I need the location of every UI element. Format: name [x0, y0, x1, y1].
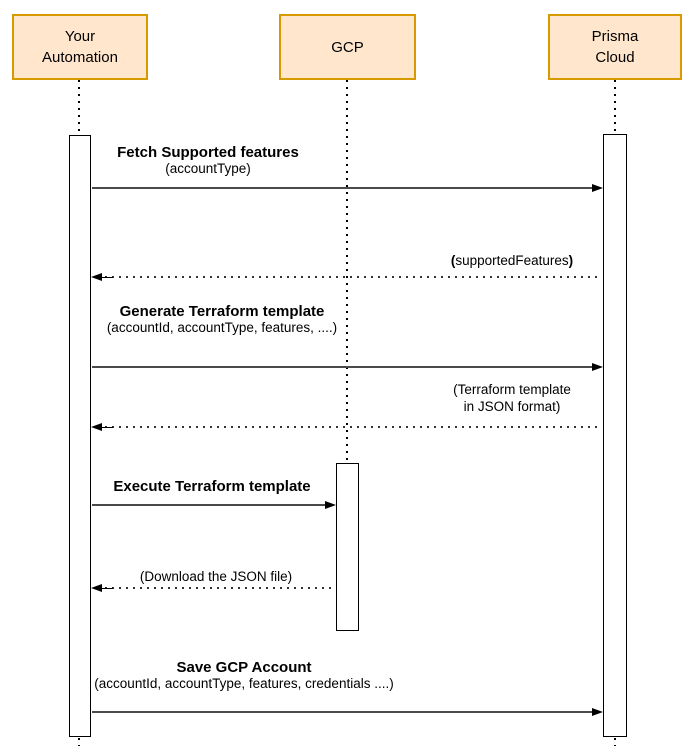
message-title: Generate Terraform template [119, 303, 325, 320]
message-terraform-json-return-line [98, 426, 602, 428]
message-supported-features-return-label: (supportedFeatures) [402, 235, 622, 269]
message-text: supportedFeatures [455, 253, 569, 268]
message-save-gcp-account-line [92, 711, 594, 713]
message-params: (accountType) [165, 161, 251, 176]
arrow-tail [100, 426, 113, 429]
message-supported-features-return-line [98, 276, 602, 278]
paren-open: ( [450, 253, 456, 268]
message-params: (accountId, accountType, features, crede… [94, 676, 394, 691]
actor-gcp-label: GCP [331, 38, 364, 56]
message-execute-terraform-template-line [92, 504, 327, 506]
message-generate-terraform-template-line [92, 366, 594, 368]
activation-bar-gcp [336, 463, 359, 631]
arrow-tail [100, 276, 113, 279]
message-fetch-supported-features-line [92, 187, 594, 189]
arrowhead-left-icon [91, 422, 102, 431]
actor-your-automation-label: Your Automation [42, 28, 118, 66]
arrowhead-right-icon [592, 362, 603, 371]
message-execute-terraform-template-label: Execute Terraform template [113, 478, 311, 495]
actor-prisma-cloud: Prisma Cloud [548, 14, 682, 80]
actor-gcp: GCP [279, 14, 416, 80]
activation-bar-prisma-cloud [603, 134, 627, 737]
message-download-json-return-label: (Download the JSON file) [139, 569, 293, 584]
message-download-json-return-line [98, 587, 335, 589]
arrowhead-right-icon [325, 500, 336, 509]
message-save-gcp-account-label: Save GCP Account (accountId, accountType… [88, 659, 400, 692]
arrowhead-left-icon [91, 583, 102, 592]
activation-bar-your-automation [69, 135, 91, 737]
message-generate-terraform-template-label: Generate Terraform template (accountId, … [92, 303, 352, 336]
arrowhead-left-icon [91, 272, 102, 281]
message-fetch-supported-features-label: Fetch Supported features (accountType) [78, 144, 338, 177]
arrowhead-right-icon [592, 707, 603, 716]
actor-prisma-cloud-label: Prisma Cloud [591, 28, 639, 66]
message-title: Fetch Supported features [117, 144, 299, 161]
lifeline-gcp [346, 80, 349, 463]
paren-close: ) [568, 253, 574, 268]
arrow-tail [100, 587, 113, 590]
actor-your-automation: Your Automation [12, 14, 148, 80]
message-params: (accountId, accountType, features, ....) [106, 320, 338, 335]
message-title: Save GCP Account [176, 659, 312, 676]
arrowhead-right-icon [592, 183, 603, 192]
message-terraform-json-return-label: (Terraform template in JSON format) [453, 382, 571, 414]
